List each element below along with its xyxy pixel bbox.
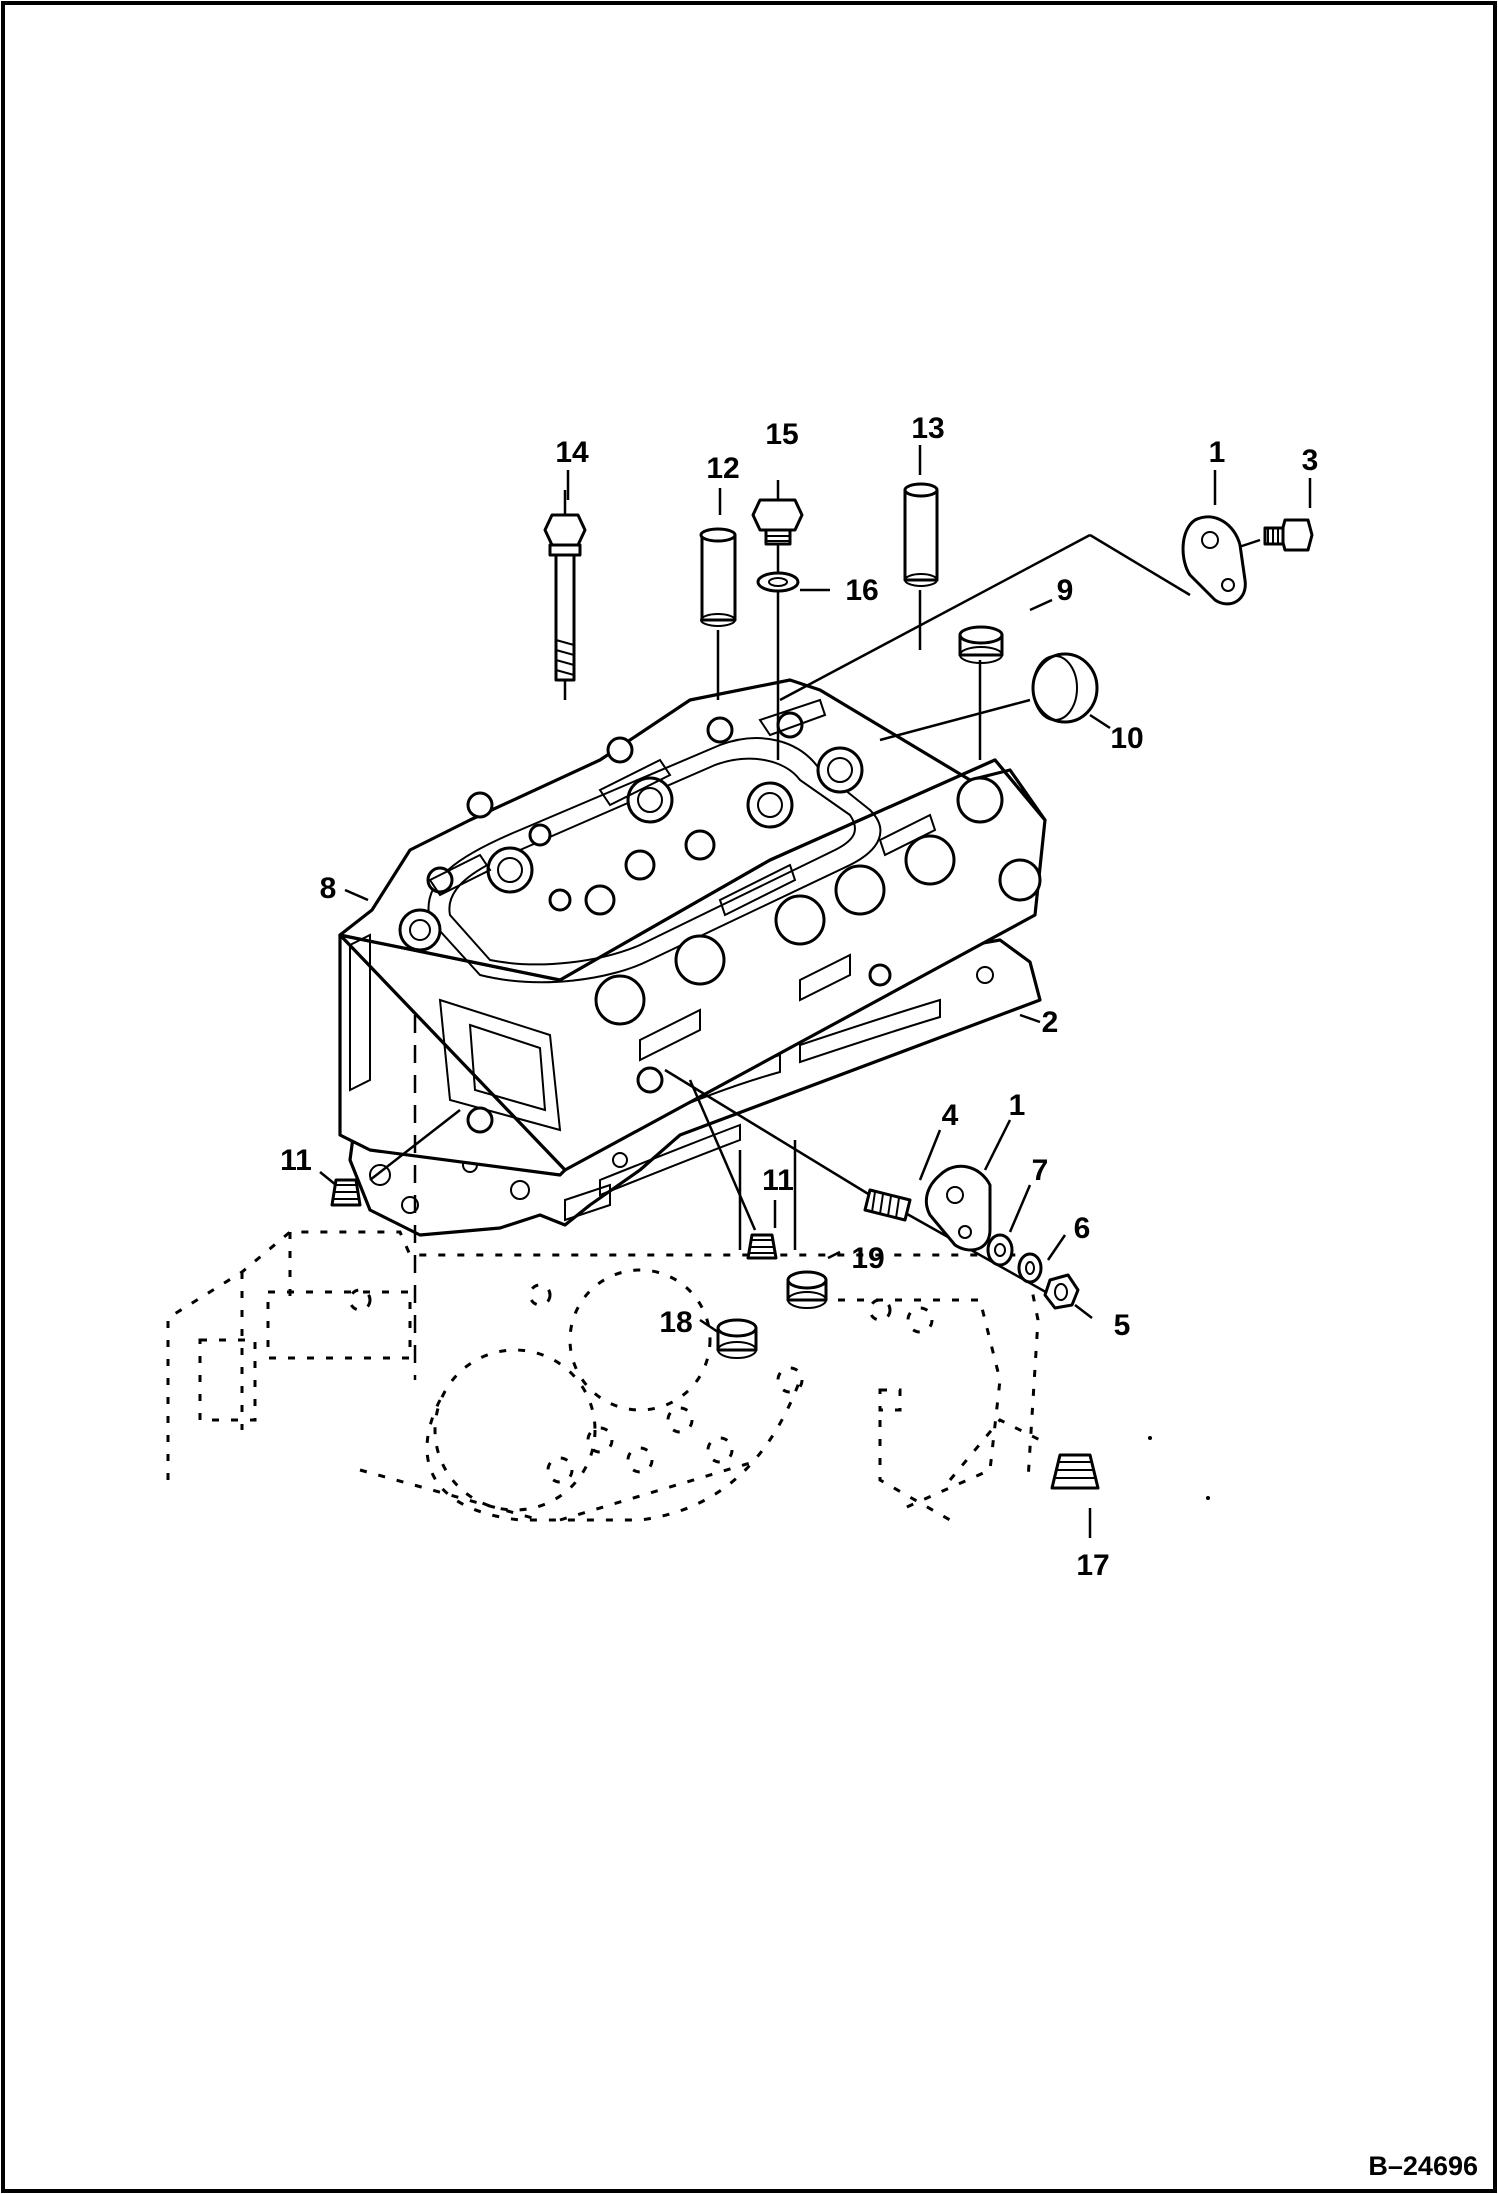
- cap-10: [1031, 652, 1099, 724]
- callout-4: 4: [942, 1099, 959, 1132]
- callout-13: 13: [911, 412, 944, 445]
- callout-11-left: 11: [280, 1144, 312, 1177]
- callout-8: 8: [320, 872, 337, 905]
- callout-11-center: 11: [762, 1164, 794, 1197]
- callout-5: 5: [1114, 1309, 1131, 1342]
- taper-plug-11-center: [746, 1233, 778, 1260]
- callout-1-bottom: 1: [1009, 1089, 1026, 1122]
- callout-7: 7: [1032, 1154, 1049, 1187]
- callout-3: 3: [1302, 444, 1319, 477]
- washer-7: [986, 1233, 1014, 1267]
- valve-guide-13: [903, 482, 939, 587]
- callout-18: 18: [659, 1306, 692, 1339]
- seal-ring-9: [958, 625, 1004, 664]
- taper-plug-11-left: [330, 1178, 362, 1207]
- callout-17: 17: [1076, 1549, 1109, 1582]
- cylinder-head: [338, 678, 1047, 1177]
- callout-6: 6: [1074, 1212, 1091, 1245]
- head-bolt-14: [543, 513, 587, 682]
- nut-5: [1043, 1273, 1080, 1310]
- callout-1-top: 1: [1209, 436, 1226, 469]
- lift-bracket-1-top: [1181, 515, 1247, 606]
- stud-4: [863, 1188, 912, 1222]
- valve-guide-12: [699, 527, 737, 627]
- ring-19: [786, 1270, 828, 1309]
- engine-block: [166, 1230, 1041, 1522]
- lift-bracket-1-bottom: [924, 1164, 992, 1252]
- callout-14: 14: [555, 436, 589, 469]
- callout-9: 9: [1057, 574, 1074, 607]
- callout-12: 12: [706, 452, 739, 485]
- callout-2: 2: [1042, 1006, 1059, 1039]
- lock-washer-6: [1017, 1252, 1043, 1284]
- callout-19: 19: [851, 1242, 884, 1275]
- callout-15: 15: [765, 418, 798, 451]
- plug-15: [751, 498, 804, 546]
- document-id: B–24696: [1368, 2151, 1478, 2181]
- ring-18: [716, 1318, 758, 1359]
- speck: [1148, 1436, 1152, 1440]
- callout-labels: 14 12 15 13 1 3 16 9 10 8 2 4 1 7 6 5 11…: [280, 412, 1318, 1582]
- washer-16: [756, 571, 800, 593]
- speck: [1206, 1496, 1210, 1500]
- callout-16: 16: [845, 574, 878, 607]
- callout-ticks: [319, 445, 1312, 1538]
- taper-plug-17: [1050, 1453, 1100, 1490]
- screw-3: [1263, 518, 1314, 552]
- callout-10: 10: [1110, 722, 1143, 755]
